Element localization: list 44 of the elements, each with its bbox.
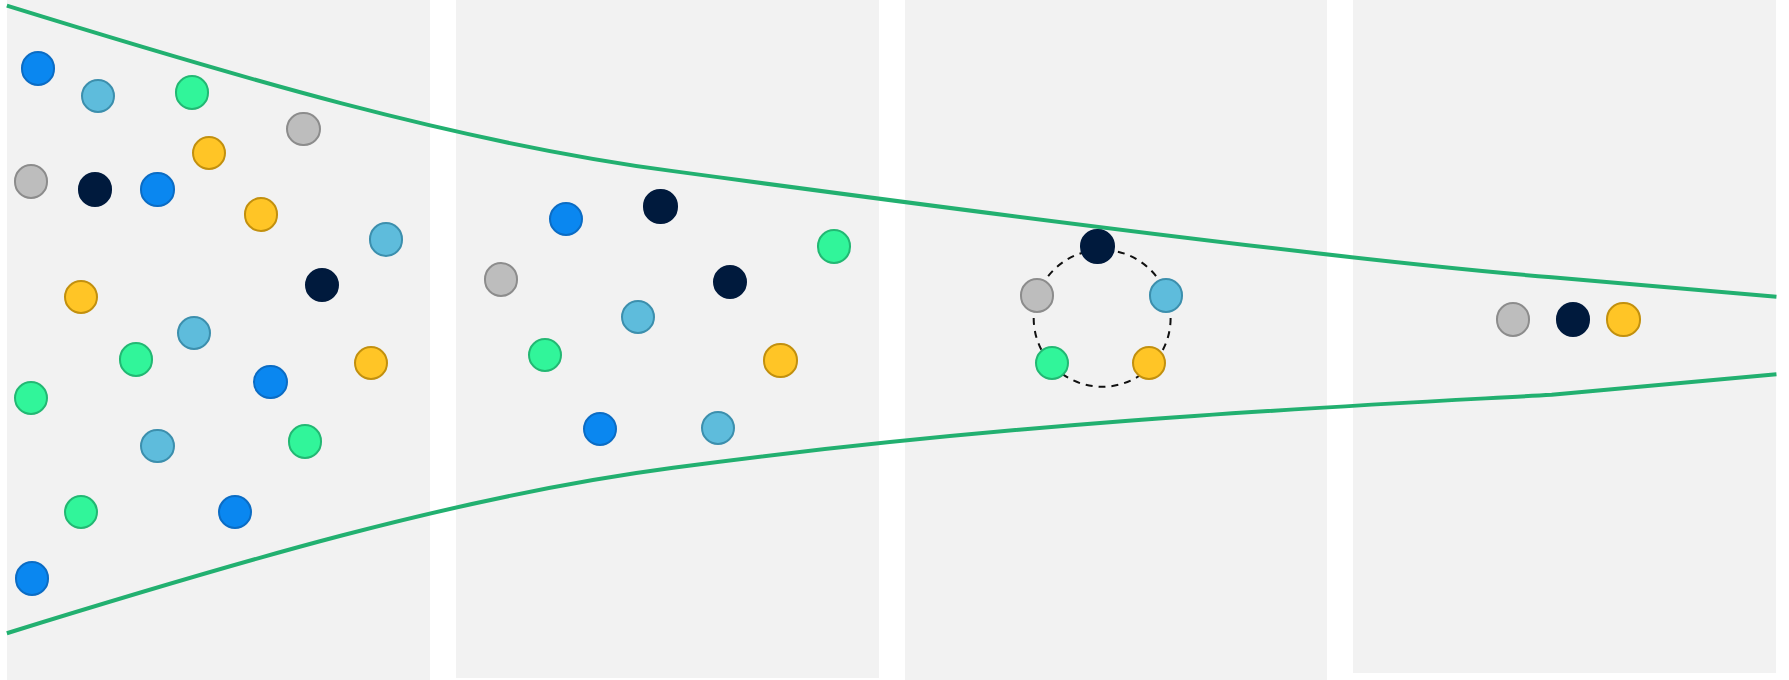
dot: [118, 342, 153, 377]
dot: [174, 75, 209, 110]
panel: [6, 0, 431, 680]
dot: [304, 268, 339, 303]
dot: [620, 300, 655, 335]
dot: [286, 111, 321, 147]
dot: [700, 410, 735, 445]
dot: [1131, 345, 1167, 380]
dot: [353, 345, 388, 380]
dot: [244, 197, 279, 232]
dot: [643, 189, 678, 224]
panel: [1353, 0, 1777, 674]
dot: [763, 343, 798, 378]
dot: [1606, 302, 1641, 337]
dot: [1148, 278, 1184, 313]
dot: [20, 51, 55, 86]
dot: [483, 262, 518, 297]
panel: [904, 0, 1327, 680]
dot: [140, 172, 175, 207]
dot: [217, 495, 253, 530]
dot: [528, 337, 563, 372]
dot: [583, 411, 618, 447]
panel: [456, 0, 879, 678]
dot: [63, 279, 99, 314]
dot: [1034, 345, 1070, 380]
dot: [13, 381, 48, 416]
dot: [81, 78, 116, 113]
dot: [1020, 278, 1055, 313]
dot: [176, 316, 212, 351]
dot: [713, 264, 748, 299]
dot: [191, 135, 226, 170]
dot: [1495, 302, 1530, 337]
dot: [816, 229, 852, 264]
dot: [548, 201, 583, 237]
dot: [253, 365, 288, 400]
dot: [368, 222, 403, 257]
dot: [1080, 229, 1115, 264]
dot: [287, 424, 322, 459]
dot: [63, 495, 99, 530]
dot: [1556, 302, 1591, 337]
dot: [140, 429, 175, 464]
dot: [13, 164, 48, 199]
dot: [14, 561, 50, 596]
dot: [77, 172, 112, 207]
